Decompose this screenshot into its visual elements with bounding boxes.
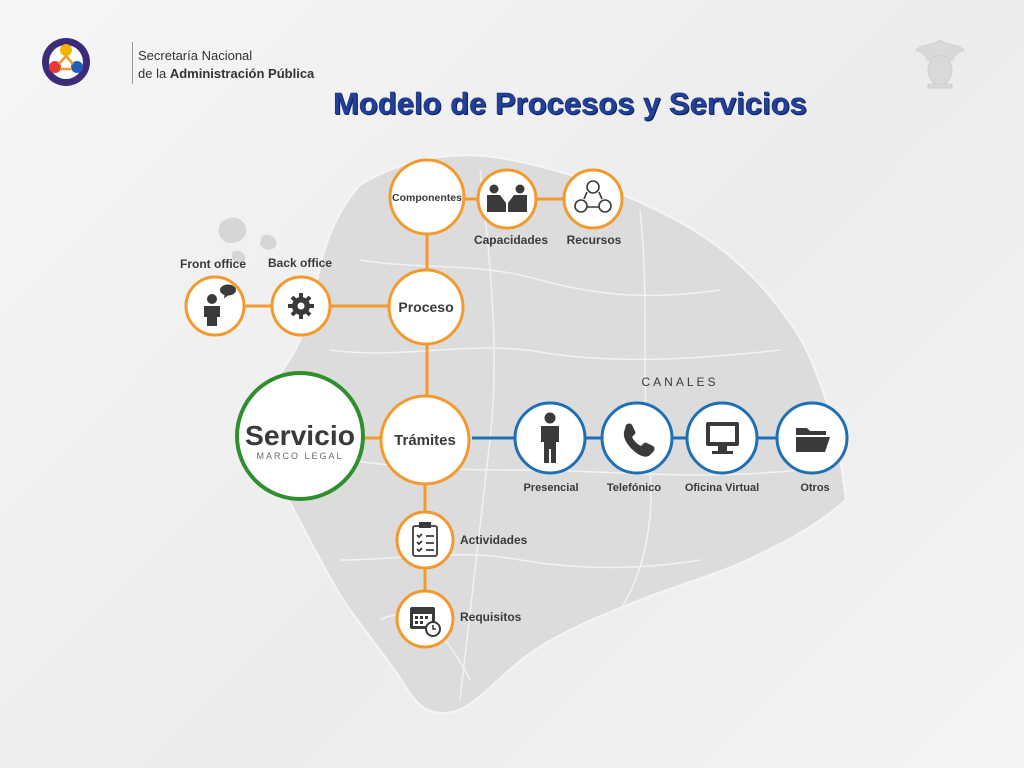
capacidades-label: Capacidades — [474, 233, 548, 247]
monitor-icon — [706, 422, 739, 454]
sna-logo: Secretaría Nacional de la Administración… — [40, 36, 314, 92]
proceso-circle — [387, 268, 465, 346]
servicio-subtitle: MARCO LEGAL — [256, 451, 343, 461]
org-name-line1: Secretaría Nacional — [138, 48, 253, 63]
actividades-label: Actividades — [460, 533, 528, 547]
proceso-node: Proceso — [387, 268, 465, 346]
recursos-circle — [562, 168, 624, 230]
servicio-circle — [235, 371, 365, 501]
presencial-node: Presencial — [513, 401, 587, 494]
tramites-label: Trámites — [394, 432, 456, 449]
back-office-label: Back office — [268, 256, 332, 270]
capacidades-circle — [476, 168, 538, 230]
actividades-circle — [395, 510, 455, 570]
oficina-virtual-node: Oficina Virtual — [685, 401, 759, 494]
telefonico-label: Telefónico — [607, 482, 661, 494]
componentes-node: Componentes — [388, 158, 466, 236]
otros-node: Otros — [775, 401, 849, 494]
capacidades-node: Capacidades — [474, 168, 548, 247]
phone-icon — [623, 423, 655, 457]
person-icon — [541, 412, 559, 463]
recursos-label: Recursos — [567, 233, 622, 247]
front-office-label: Front office — [180, 257, 246, 271]
canales-title: CANALES — [641, 375, 718, 389]
recursos-node: Recursos — [562, 168, 624, 247]
telefonico-node: Telefónico — [600, 401, 674, 494]
page-title: Modelo de Procesos y Servicios — [333, 86, 807, 122]
checklist-icon — [412, 522, 438, 557]
logo-divider — [132, 42, 133, 84]
presencial-label: Presencial — [523, 482, 578, 494]
org-name-bold: Administración Pública — [169, 66, 315, 81]
componentes-label: Componentes — [392, 192, 462, 204]
map-islands — [218, 217, 277, 264]
person-speech-icon — [204, 284, 236, 326]
resources-cycle-icon — [574, 180, 612, 213]
telefonico-circle — [600, 401, 674, 475]
tramites-node: Trámites — [379, 394, 471, 486]
servicio-title: Servicio — [245, 420, 355, 451]
sna-logo-icon — [42, 38, 90, 86]
folder-icon — [796, 428, 830, 452]
proceso-label: Proceso — [398, 299, 453, 315]
handshake-icon — [487, 184, 527, 212]
actividades-node: Actividades — [395, 510, 528, 570]
org-name-line2: de la Administración Pública — [138, 66, 314, 81]
requisitos-label: Requisitos — [460, 610, 522, 624]
tramites-circle — [379, 394, 471, 486]
componentes-circle — [388, 158, 466, 236]
gear-icon — [288, 293, 314, 319]
org-name-prefix: de la — [138, 66, 170, 81]
ecuador-crest-icon — [915, 39, 965, 89]
calendar-clock-icon — [410, 607, 441, 637]
oficina-virtual-label: Oficina Virtual — [685, 482, 759, 494]
requisitos-node: Requisitos — [395, 589, 522, 649]
servicio-node: Servicio MARCO LEGAL — [235, 371, 365, 501]
connectors — [244, 197, 776, 592]
back-office-node: Back office — [268, 256, 332, 337]
front-office-node: Front office — [180, 257, 246, 337]
otros-label: Otros — [800, 482, 829, 494]
